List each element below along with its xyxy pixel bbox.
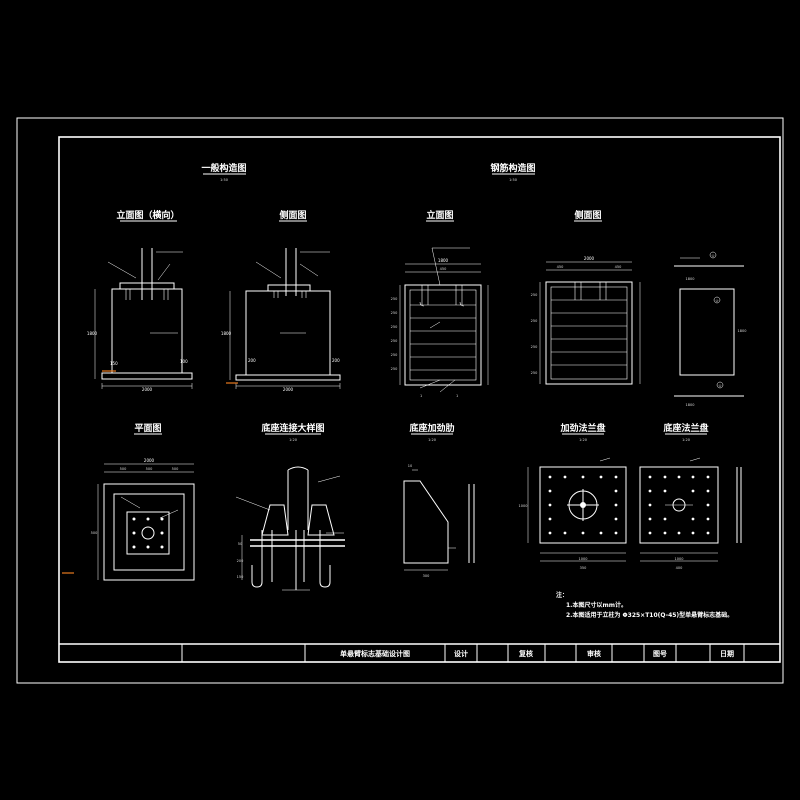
dim-label: 200 — [248, 358, 256, 363]
dim-label: 400 — [676, 566, 683, 570]
dim-label: 1000 — [675, 557, 684, 561]
dim-label: 2000 — [283, 387, 294, 392]
dim-label: 100 — [180, 359, 188, 364]
dim-label: 1 — [456, 394, 458, 398]
dim-label: 1800 — [438, 258, 449, 263]
dim-label: 1800 — [221, 331, 232, 336]
view-elevation-lateral — [94, 248, 193, 389]
drawing-name: 单悬臂标志基础设计图 — [340, 649, 410, 658]
view-title-rebar-side: 侧面图 — [574, 209, 601, 221]
dim-label: 10 — [408, 464, 412, 468]
view-title-stiffener: 底座加劲肋 — [409, 422, 454, 434]
dim-label: 200 — [237, 559, 244, 563]
note-title: 注： — [556, 591, 568, 599]
outer-frame — [16, 117, 784, 684]
rebar-mark: ② — [715, 299, 718, 303]
view-title-side: 侧面图 — [279, 209, 306, 221]
dim-label: 250 — [391, 311, 398, 315]
dim-label: 300 — [423, 574, 430, 578]
dim-label: 500 — [120, 467, 127, 471]
dim-label: 2000 — [584, 256, 595, 261]
tb-design: 设计 — [454, 649, 468, 658]
tb-date: 日期 — [720, 649, 734, 658]
view-anchor-detail — [235, 466, 345, 591]
view-base-flange — [639, 457, 742, 562]
view-title-elev-lat: 立面图（横向） — [116, 209, 179, 221]
tb-review: 审核 — [587, 649, 601, 658]
dim-label: 250 — [531, 319, 538, 323]
dim-label: 250 — [531, 345, 538, 349]
title-general: 一般构造图 — [201, 162, 246, 174]
title-block — [59, 643, 780, 662]
dim-label: 1800 — [87, 331, 98, 336]
tb-check: 复核 — [518, 649, 533, 658]
dim-label: 1800 — [686, 403, 695, 407]
title-rebar: 钢筋构造图 — [490, 162, 535, 174]
view-title-flange: 加劲法兰盘 — [559, 422, 605, 434]
dim-label: 2000 — [144, 458, 155, 463]
view-stiffener — [403, 469, 475, 571]
view-title-elev: 立面图 — [426, 209, 453, 221]
view-rebar-details — [674, 251, 744, 397]
dim-label: 200 — [332, 358, 340, 363]
title-general-scale: 1:50 — [220, 178, 228, 182]
dim-label: 250 — [391, 339, 398, 343]
view-plan — [62, 463, 195, 581]
dim-label: 250 — [391, 353, 398, 357]
title-rebar-scale: 1:50 — [509, 178, 517, 182]
dim-label: 150 — [110, 361, 118, 366]
dim-label: 250 — [531, 371, 538, 375]
view-title-plan: 平面图 — [134, 423, 161, 434]
dim-label: 2000 — [142, 387, 153, 392]
view-rebar-elevation — [399, 247, 489, 393]
rebar-mark: ① — [718, 384, 721, 388]
dim-label: 500 — [172, 467, 179, 471]
view-title-anchor: 底座连接大样图 — [261, 422, 324, 434]
dim-label: 450 — [440, 267, 447, 271]
anchor-scale: 1:20 — [289, 438, 297, 442]
base-flange-scale: 1:20 — [682, 438, 690, 442]
dim-label: 50 — [238, 542, 242, 546]
dim-label: 250 — [531, 293, 538, 297]
inner-frame — [58, 136, 781, 663]
note-2: 2.本图适用于立柱为 Φ325×T10(Q-45)型单悬臂标志基础。 — [566, 611, 733, 619]
view-stiff-flange — [527, 457, 627, 562]
dim-label: 1000 — [579, 557, 588, 561]
dim-label: 250 — [391, 367, 398, 371]
dim-label: 500 — [91, 531, 98, 535]
rebar-mark: ① — [711, 254, 714, 258]
stiffener-scale: 1:20 — [428, 438, 436, 442]
dim-label: 1 — [420, 394, 422, 398]
dim-label: 250 — [391, 325, 398, 329]
dim-label: 1000 — [519, 504, 528, 508]
dim-label: 450 — [615, 265, 622, 269]
dim-label: 450 — [557, 265, 564, 269]
view-title-base-flange: 底座法兰盘 — [663, 422, 708, 434]
view-rebar-side — [539, 261, 641, 385]
flange-scale: 1:20 — [579, 438, 587, 442]
dim-label: 350 — [580, 566, 587, 570]
note-1: 1.本图尺寸以mm计。 — [566, 601, 627, 609]
dim-label: 500 — [146, 467, 153, 471]
dim-label: 1800 — [686, 277, 695, 281]
dim-label: 1800 — [738, 329, 747, 333]
tb-drawing-no: 图号 — [653, 649, 667, 658]
dim-label: 250 — [391, 297, 398, 301]
dim-label: 150 — [237, 575, 244, 579]
view-side — [226, 248, 341, 389]
